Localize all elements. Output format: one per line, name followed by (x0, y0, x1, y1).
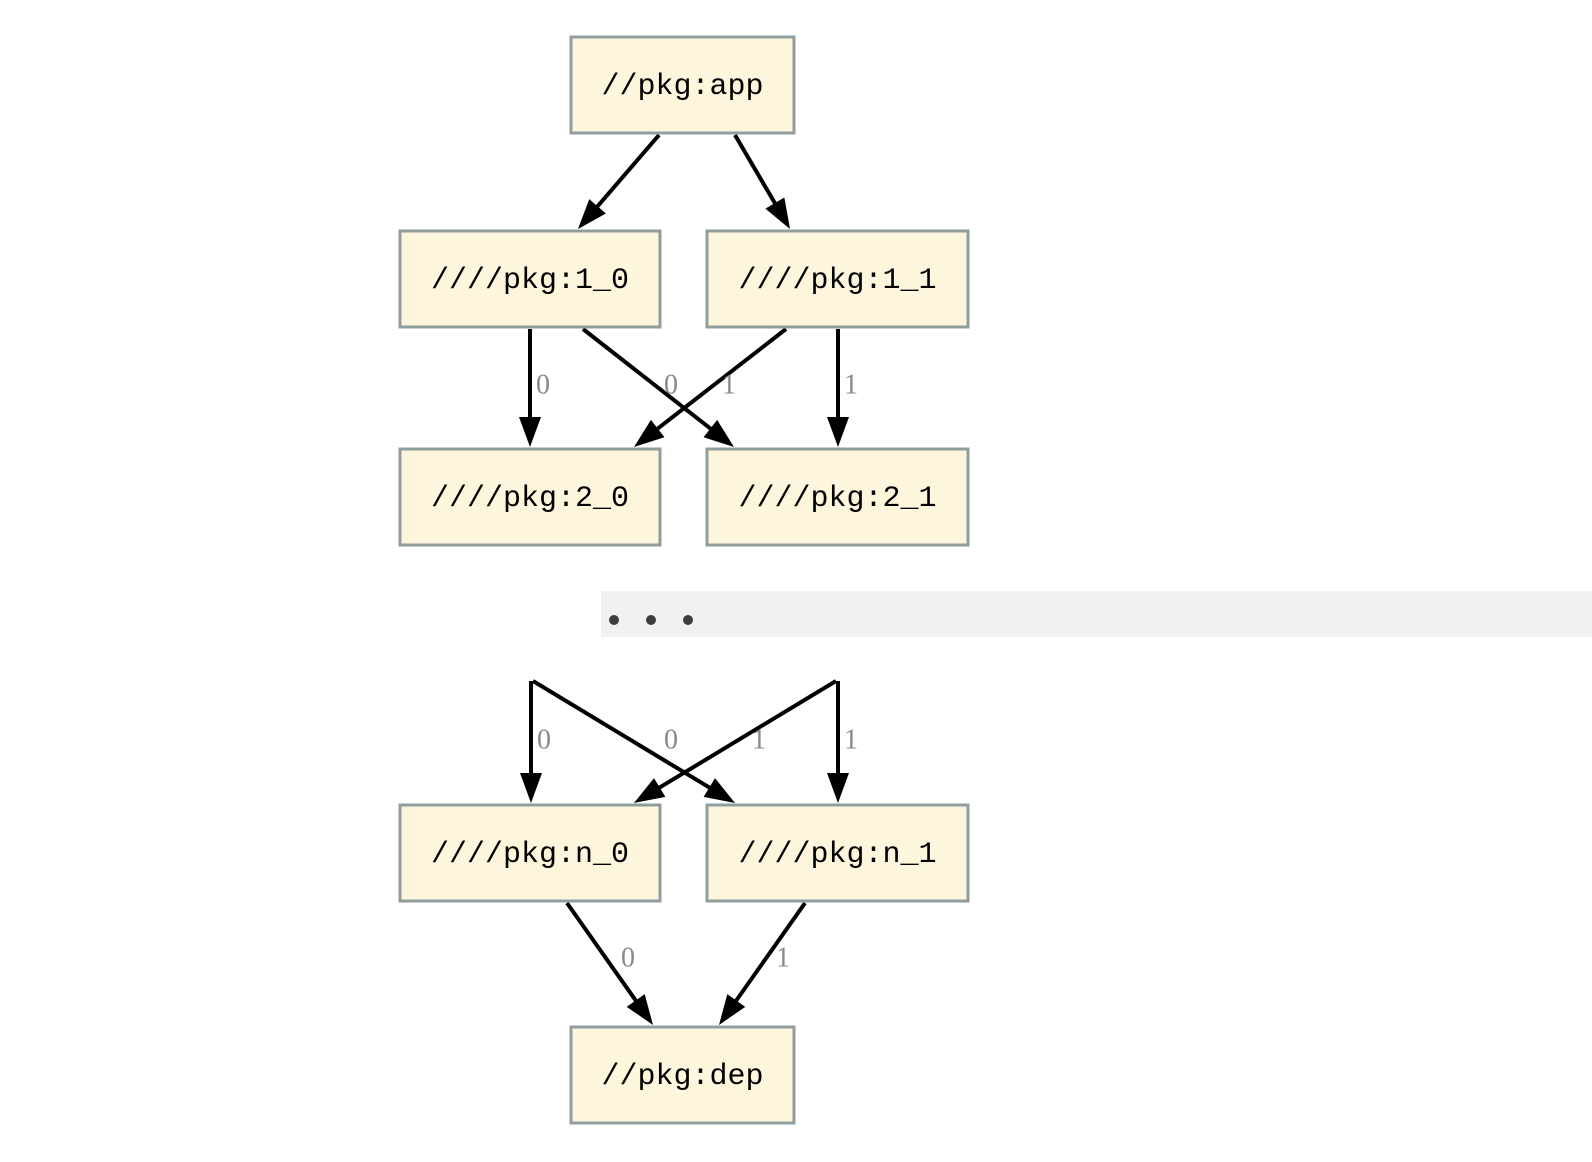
nodes-layer: //pkg:app ////pkg:1_0 ////pkg:1_1 ////pkg:2… (398, 35, 970, 1125)
edge-e-x-n_0b (634, 679, 838, 803)
node-app[interactable]: //pkg:app (569, 35, 796, 135)
node-label: ////pkg:2_1 (738, 482, 936, 516)
node-label: //pkg:dep (601, 1060, 763, 1094)
ellipsis-dot-2 (683, 615, 693, 625)
edge-e-1_0-2_1 (581, 327, 734, 447)
edges-layer (519, 133, 849, 1025)
ellipsis-layer (601, 591, 1592, 637)
edge-line (531, 679, 716, 793)
node-label: //pkg:app (601, 70, 763, 104)
node-nn_1[interactable]: ////pkg:n_1 (705, 803, 970, 903)
edge-labels-layer: 0 0 1 1 0 0 1 1 0 1 (536, 369, 858, 973)
ellipsis-band (601, 591, 1592, 637)
edge-line (565, 901, 641, 1007)
edge-label: 1 (844, 369, 858, 400)
edge-e-app-1_0 (578, 133, 661, 229)
node-box[interactable] (569, 35, 796, 135)
node-n1_0[interactable]: ////pkg:1_0 (398, 229, 662, 329)
node-label: ////pkg:1_1 (738, 264, 936, 298)
ellipsis-dot-0 (609, 615, 619, 625)
edge-e-x-n_1b (531, 679, 735, 803)
node-box[interactable] (398, 229, 662, 329)
edge-line (653, 679, 838, 793)
edge-label: 0 (621, 942, 635, 973)
edge-e-x-n_1 (827, 681, 849, 803)
node-box[interactable] (398, 447, 662, 547)
node-nn_0[interactable]: ////pkg:n_0 (398, 803, 662, 903)
edge-line (651, 327, 788, 434)
node-label: ////pkg:n_1 (738, 838, 936, 872)
node-label: ////pkg:1_0 (431, 264, 629, 298)
arrowhead-icon (520, 773, 542, 803)
node-label: ////pkg:n_0 (431, 838, 629, 872)
arrowhead-icon (765, 197, 790, 229)
node-dep[interactable]: //pkg:dep (569, 1025, 796, 1125)
arrowhead-icon (703, 778, 735, 803)
node-box[interactable] (569, 1025, 796, 1125)
arrowhead-icon (719, 994, 746, 1025)
edge-e-n_1-dep (719, 901, 807, 1025)
edge-e-x-n_0 (520, 681, 542, 803)
edge-line (731, 901, 807, 1007)
arrowhead-icon (626, 994, 653, 1025)
edge-e-1_0-2_0 (519, 329, 541, 447)
node-box[interactable] (705, 803, 970, 903)
edge-line (581, 327, 717, 434)
arrowhead-icon (827, 773, 849, 803)
node-n1_1[interactable]: ////pkg:1_1 (705, 229, 970, 329)
edge-e-app-1_1 (733, 133, 790, 229)
edge-label: 0 (664, 724, 678, 755)
edge-e-1_1-2_1 (827, 329, 849, 447)
arrowhead-icon (703, 419, 734, 447)
edge-label: 1 (752, 724, 766, 755)
edge-e-1_1-2_0 (634, 327, 788, 447)
ellipsis-dot-1 (646, 615, 656, 625)
arrowhead-icon (634, 778, 666, 803)
node-box[interactable] (705, 447, 970, 547)
edge-e-n_0-dep (565, 901, 653, 1025)
arrowhead-icon (578, 199, 606, 229)
edge-label: 0 (664, 369, 678, 400)
arrowhead-icon (519, 417, 541, 447)
edge-line (592, 133, 661, 213)
arrowhead-icon (827, 417, 849, 447)
node-label: ////pkg:2_0 (431, 482, 629, 516)
edge-label: 1 (776, 942, 790, 973)
node-box[interactable] (705, 229, 970, 329)
node-n2_0[interactable]: ////pkg:2_0 (398, 447, 662, 547)
edge-line (733, 133, 780, 210)
edge-label: 1 (722, 369, 736, 400)
edge-label: 0 (536, 369, 550, 400)
arrowhead-icon (634, 419, 665, 447)
node-n2_1[interactable]: ////pkg:2_1 (705, 447, 970, 547)
edge-label: 1 (844, 724, 858, 755)
edge-label: 0 (537, 724, 551, 755)
node-box[interactable] (398, 803, 662, 903)
